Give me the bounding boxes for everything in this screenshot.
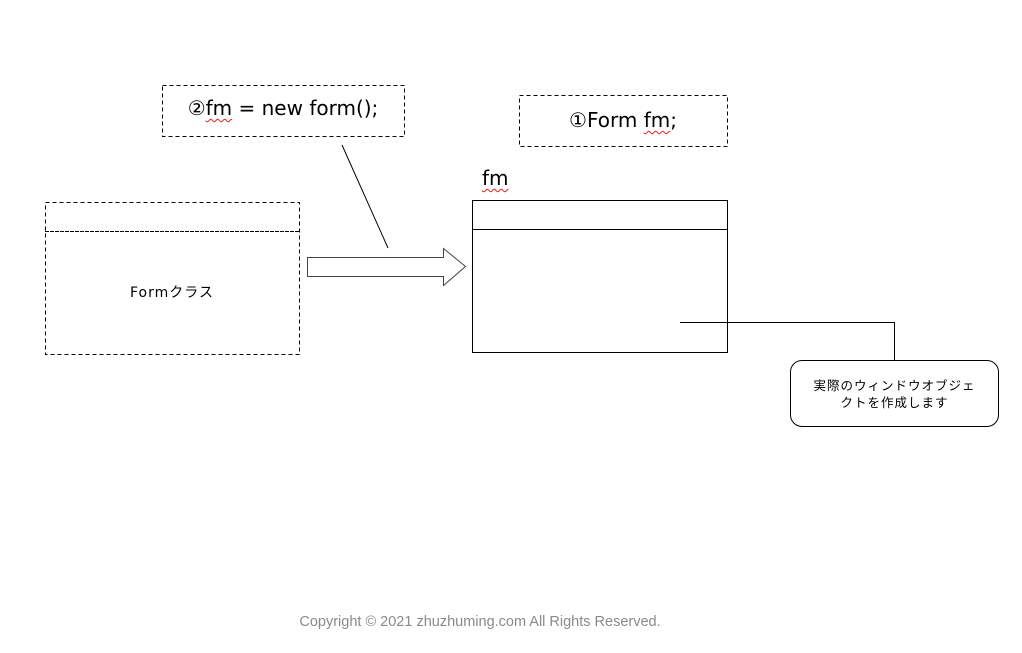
instantiate-arrow: [307, 247, 467, 287]
form-class-label: Formクラス: [130, 285, 214, 301]
step1-variable: fm: [643, 108, 671, 132]
note-line-2: クトを作成します: [840, 394, 949, 410]
step1-code-prefix: ①Form: [569, 108, 644, 132]
step1-code-text: ①Form fm;: [569, 108, 677, 132]
note-connector-line: [680, 322, 895, 360]
step2-code-text: ②fm = new form();: [188, 96, 379, 120]
step2-code-rest: = new form();: [232, 96, 379, 120]
note-callout: 実際のウィンドウオブジェ クトを作成します: [790, 360, 999, 427]
step2-pointer-line: [341, 144, 389, 249]
step1-code-box: [519, 95, 728, 147]
note-line-1: 実際のウィンドウオブジェ: [813, 377, 976, 393]
step2-variable: fm: [205, 96, 233, 120]
form-class-box: [45, 202, 300, 355]
fm-instance-label: fm: [482, 166, 509, 190]
step1-code-rest: ;: [670, 108, 677, 132]
copyright-footer: Copyright © 2021 zhuzhuming.com All Righ…: [299, 614, 661, 630]
step2-number: ②: [187, 96, 206, 120]
fm-window-box: [472, 200, 728, 353]
step2-code-box: [162, 85, 405, 137]
